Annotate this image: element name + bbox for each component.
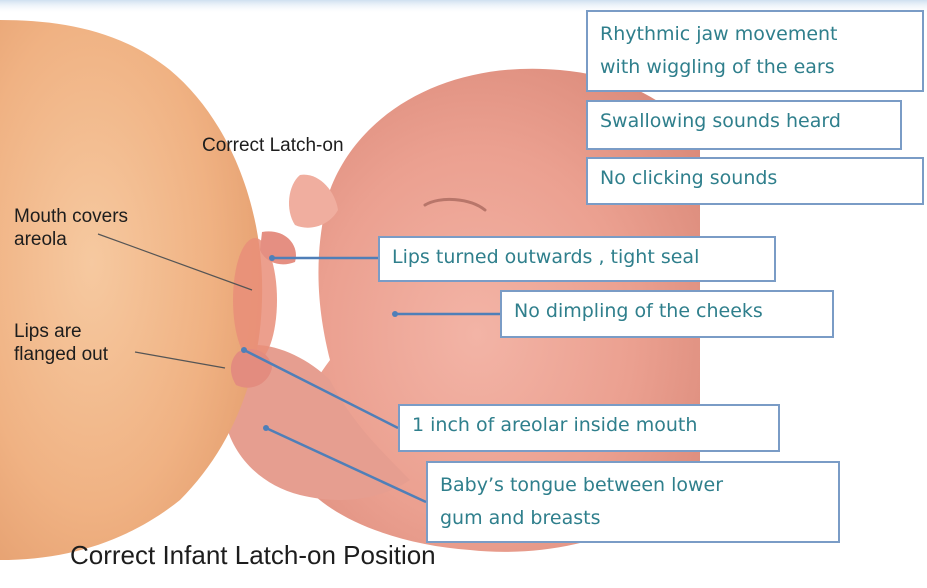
diagram-caption: Correct Infant Latch-on Position (70, 540, 436, 571)
callout-tongue: Baby’s tongue between lower gum and brea… (426, 461, 840, 543)
callout-lips-outwards: Lips turned outwards , tight seal (378, 236, 776, 282)
callout-no-clicking: No clicking sounds (586, 157, 924, 205)
mouth-covers-areola-label: Mouth covers areola (14, 205, 128, 251)
lips-flanged-label: Lips are flanged out (14, 320, 108, 366)
callout-jaw-movement: Rhythmic jaw movement with wiggling of t… (586, 10, 924, 92)
callout-no-dimpling: No dimpling of the cheeks (500, 290, 834, 338)
correct-latch-label: Correct Latch-on (202, 134, 344, 157)
callout-areolar-inside: 1 inch of areolar inside mouth (398, 404, 780, 452)
callout-swallowing: Swallowing sounds heard (586, 100, 902, 150)
